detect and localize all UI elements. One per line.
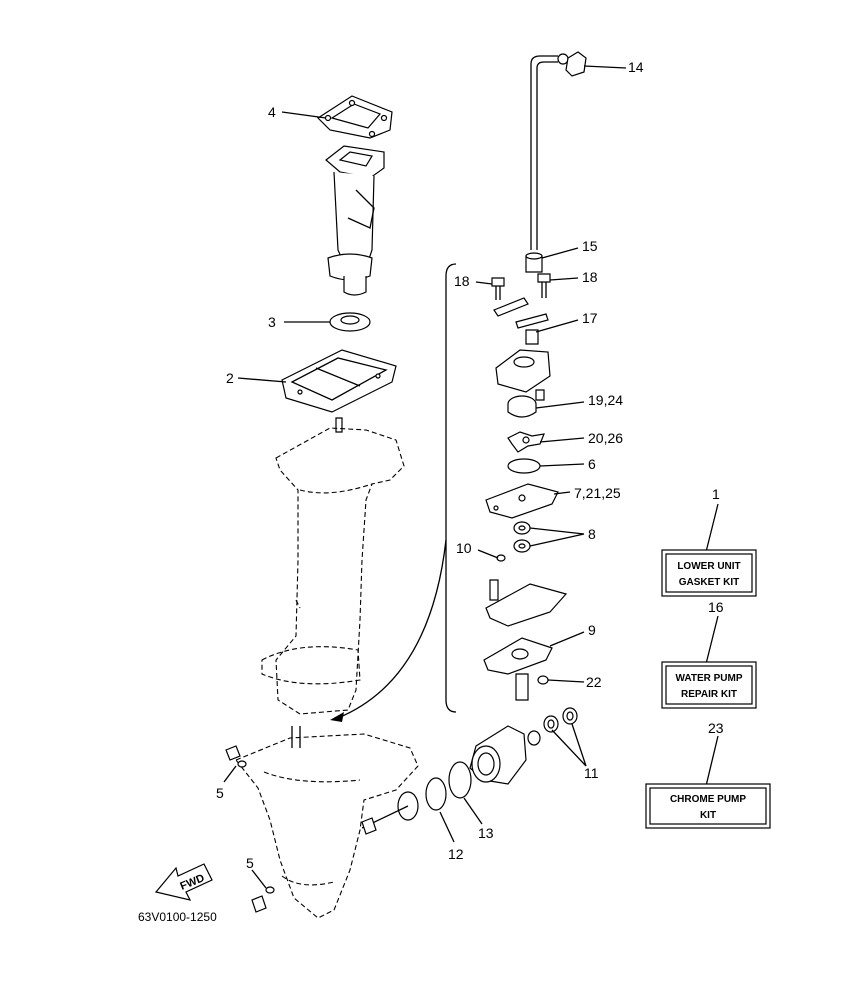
callout-numbers: 4 3 2 5 5 14 15 18 18 17 19,24 20,26 6 7…	[216, 59, 724, 871]
kit-box-gasket: LOWER UNIT GASKET KIT	[661, 549, 757, 597]
part-7-outer-plate	[485, 483, 559, 519]
callout-14: 14	[628, 59, 644, 75]
kit-gasket-line2: GASKET KIT	[679, 577, 740, 588]
callout-6: 6	[588, 456, 596, 472]
callout-5-lower: 5	[246, 855, 254, 871]
callout-2: 2	[226, 370, 234, 386]
part-9-gasket	[483, 637, 553, 675]
part-2-gasket	[281, 349, 397, 413]
callout-13: 13	[478, 825, 494, 841]
propeller-shaft-housing	[469, 725, 527, 785]
callout-3: 3	[268, 314, 276, 330]
part-5-plug-lower	[251, 886, 275, 913]
kit-chrome-pump-line2: KIT	[700, 810, 716, 821]
callout-8: 8	[588, 526, 596, 542]
propeller-shaft	[361, 791, 419, 835]
leader-kit-1	[705, 503, 719, 553]
callout-12: 12	[448, 846, 464, 862]
kit-box-water-pump: WATER PUMP REPAIR KIT	[661, 661, 757, 709]
kit-gasket-line1: LOWER UNIT	[677, 561, 740, 572]
part-20-impeller	[507, 431, 545, 453]
callout-23: 23	[708, 720, 724, 736]
part-3-seal	[329, 312, 371, 332]
part-6-key	[507, 458, 541, 474]
part-11-seals	[527, 707, 578, 746]
part-18-bolts	[491, 273, 551, 300]
kit-box-chrome-pump: CHROME PUMP KIT	[645, 783, 771, 829]
callout-11: 11	[584, 765, 599, 781]
fwd-arrow: FWD	[154, 863, 213, 901]
pump-housing	[495, 349, 551, 401]
lower-casing	[235, 726, 419, 919]
kit-chrome-pump-line1: CHROME PUMP	[670, 794, 746, 805]
callout-1: 1	[712, 486, 720, 502]
callout-15: 15	[582, 238, 598, 254]
part-22-bushing	[537, 675, 549, 685]
callout-18-left: 18	[454, 273, 470, 289]
upper-casing	[261, 427, 405, 715]
water-tube	[530, 55, 558, 250]
callout-9: 9	[588, 622, 596, 638]
callout-7-21-25: 7,21,25	[574, 485, 621, 501]
part-10-oring	[496, 554, 506, 562]
part-19-cartridge	[507, 395, 537, 418]
kit-water-pump-line2: REPAIR KIT	[681, 689, 737, 700]
callout-19-24: 19,24	[588, 392, 623, 408]
callout-18-right: 18	[582, 269, 598, 285]
part-12-oring	[425, 777, 447, 811]
assembly-arrow	[337, 539, 447, 719]
callout-4: 4	[268, 104, 276, 120]
part-5-plug-upper	[225, 745, 247, 768]
kit-water-pump-line1: WATER PUMP	[675, 673, 742, 684]
callout-17: 17	[582, 310, 598, 326]
callout-22: 22	[586, 674, 602, 690]
callout-5-upper: 5	[216, 785, 224, 801]
dowel-pin	[335, 417, 343, 433]
part-14-grommet	[557, 51, 587, 77]
part-13-oring	[448, 761, 472, 799]
leader-kit-16	[705, 615, 719, 665]
assembly-arrowhead	[330, 712, 344, 722]
part-17-insert	[493, 297, 549, 345]
part-15-grommet	[525, 252, 543, 273]
callout-20-26: 20,26	[588, 430, 623, 446]
part-8-bushings	[513, 521, 531, 553]
leader-lines	[223, 65, 627, 889]
upper-exhaust-tube	[325, 145, 385, 296]
part-4-plate	[317, 95, 393, 139]
callout-10: 10	[456, 540, 472, 556]
pump-base	[485, 579, 568, 627]
diagram-code: 63V0100-1250	[138, 910, 217, 924]
callout-16: 16	[708, 599, 724, 615]
drive-shaft	[515, 673, 529, 701]
leader-kit-23	[705, 735, 719, 787]
assembly-bracket	[445, 263, 457, 713]
